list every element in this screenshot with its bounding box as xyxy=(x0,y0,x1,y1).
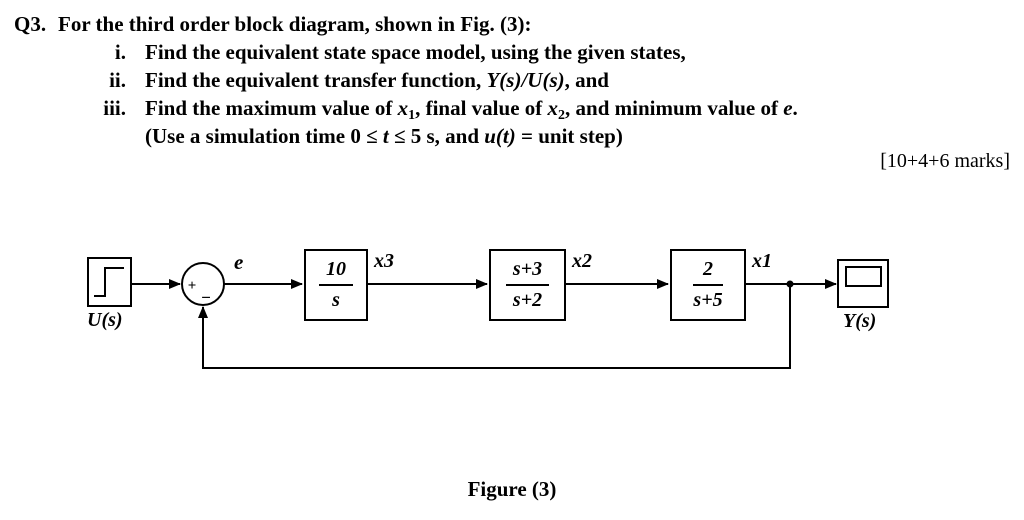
summer-minus-sign: − xyxy=(201,288,211,307)
fraction-denominator: s xyxy=(332,289,340,311)
item-number: iii. xyxy=(103,96,126,120)
figure-caption: Figure (3) xyxy=(467,477,557,501)
sink-label: Y(s) xyxy=(843,310,877,332)
signal-label-x3: x3 xyxy=(374,250,394,272)
marks-label: [10+4+6 marks] xyxy=(880,150,1010,172)
transfer-block-first-order: 2 s+5 xyxy=(670,249,746,321)
fraction-denominator: s+5 xyxy=(693,289,723,311)
fraction: s+3 s+2 xyxy=(505,258,550,312)
signal-label-x1: x1 xyxy=(752,250,772,272)
question-item-i: i. Find the equivalent state space model… xyxy=(70,38,686,66)
item-text: (Use a simulation time 0 ≤ t ≤ 5 s, and … xyxy=(145,124,623,148)
summer-plus-sign: + xyxy=(188,278,197,294)
item-number: i. xyxy=(114,40,126,64)
source-label: U(s) xyxy=(87,309,123,331)
question-intro: For the third order block diagram, shown… xyxy=(58,12,532,36)
transfer-block-lead-lag: s+3 s+2 xyxy=(489,249,566,321)
fraction-denominator: s+2 xyxy=(512,289,543,311)
item-number: ii. xyxy=(109,68,126,92)
fraction: 2 s+5 xyxy=(693,258,723,312)
scope-screen-icon xyxy=(845,266,882,287)
feedback-wire xyxy=(198,284,791,369)
fraction-numerator: 2 xyxy=(693,258,723,286)
fraction-numerator: s+3 xyxy=(505,258,550,286)
question-item-note: (Use a simulation time 0 ≤ t ≤ 5 s, and … xyxy=(70,122,623,150)
summing-junction-circle xyxy=(181,262,225,306)
fraction-numerator: 10 xyxy=(319,258,353,286)
fraction: 10 s xyxy=(319,258,353,312)
branch-dot xyxy=(786,280,794,288)
question-item-ii: ii. Find the equivalent transfer functio… xyxy=(70,66,609,94)
question-item-iii: iii. Find the maximum value of x1, final… xyxy=(70,94,798,130)
item-text: Find the equivalent state space model, u… xyxy=(145,40,686,64)
step-waveform-icon xyxy=(94,267,124,297)
question-header: Q3. For the third order block diagram, sh… xyxy=(14,10,531,38)
step-input-block xyxy=(87,257,132,307)
question-number: Q3. xyxy=(14,12,47,36)
signal-label-e: e xyxy=(234,250,244,274)
transfer-block-integrator: 10 s xyxy=(304,249,368,321)
item-text: Find the maximum value of x1, final valu… xyxy=(145,96,798,123)
signal-label-x2: x2 xyxy=(572,250,592,272)
item-text: Find the equivalent transfer function, Y… xyxy=(145,68,609,92)
